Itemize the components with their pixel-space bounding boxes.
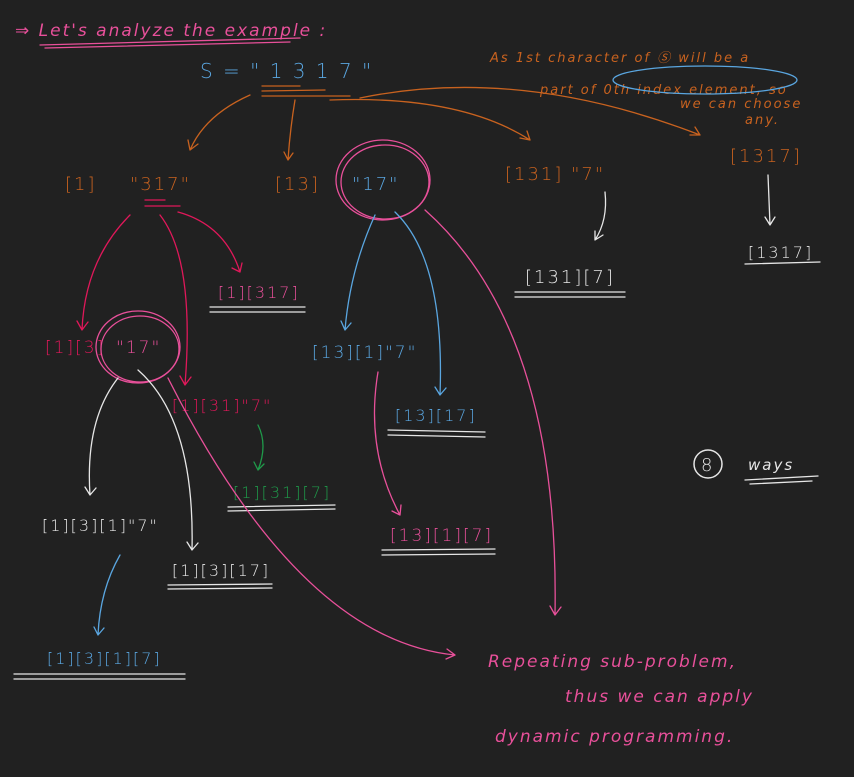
repeat-circle-2b (100, 315, 180, 383)
node-1-3-prefix: [1][3] (45, 338, 105, 358)
arrow-to-131 (329, 98, 531, 141)
count-circle (693, 449, 723, 479)
count-label: ways (748, 456, 794, 474)
title: ⇒ Let's analyze the example : (15, 21, 327, 41)
note-line-4: any. (745, 113, 780, 128)
underline (227, 504, 336, 512)
underline (387, 429, 486, 438)
node-1317: [1317] (730, 146, 802, 167)
underline (167, 583, 273, 590)
count-number: 8 (701, 455, 714, 476)
note-line-1: As 1st character of Ⓢ will be a (489, 51, 750, 66)
arrow (84, 377, 119, 496)
result-1-3-17: [1][3][17] (172, 561, 270, 580)
node-13-prefix: [13] (275, 174, 320, 195)
underline (144, 199, 181, 207)
result-1-317: [1][317] (218, 283, 300, 302)
underline (381, 548, 496, 556)
result-1-31-7: [1][31][7] (233, 483, 331, 502)
node-1-rest: "317" (130, 174, 191, 195)
node-1-3-rest: "17" (116, 338, 161, 358)
result-13-17: [13][17] (395, 406, 477, 425)
arrow (253, 424, 265, 471)
arrow (764, 174, 776, 226)
conclusion-line-1: Repeating sub-problem, (488, 652, 737, 672)
node-131: [131] "7" (505, 164, 605, 185)
conclusion-line-2: thus we can apply (565, 687, 754, 707)
underline (744, 475, 819, 485)
result-131-7: [131][7] (525, 267, 615, 288)
repeat-circle-1 (335, 139, 431, 221)
result-1317: [1317] (748, 243, 813, 262)
note-line-3: we can choose (680, 97, 802, 112)
underline (13, 673, 186, 680)
note-highlight-circle (612, 65, 798, 95)
note-line-2: part of 0th index element, so (539, 83, 788, 98)
node-13-1: [13][1]"7" (312, 343, 417, 363)
arrow (177, 211, 243, 273)
repeat-arrow-1 (167, 377, 456, 660)
result-13-1-7: [13][1][7] (390, 526, 493, 546)
arrow (340, 214, 376, 331)
underline (209, 306, 306, 313)
arrow (373, 371, 402, 516)
arrow (137, 369, 199, 551)
input-underline (261, 85, 351, 97)
repeat-circle-2 (95, 310, 181, 384)
arrow (93, 554, 121, 636)
arrow (159, 214, 192, 386)
node-13-rest: "17" (352, 174, 399, 195)
input-string: S = " 1 3 1 7 " (200, 59, 373, 83)
node-1-prefix: [1] (65, 174, 97, 195)
result-1-3-1-7: [1][3][1][7] (47, 649, 162, 668)
repeat-circle-1b (340, 144, 430, 220)
node-1-3-1: [1][3][1]"7" (42, 516, 159, 535)
repeat-arrow-2 (424, 209, 562, 616)
arrow (594, 191, 607, 241)
arrow-to-13 (283, 99, 296, 161)
title-underline (39, 37, 301, 49)
node-1-31: [1][31]"7" (172, 396, 272, 415)
underline (514, 291, 626, 298)
conclusion-line-3: dynamic programming. (495, 727, 734, 747)
arrow (394, 211, 447, 396)
arrow (76, 214, 131, 331)
underline (744, 261, 821, 265)
arrow-to-1317 (359, 86, 701, 136)
arrow-to-1 (187, 94, 251, 151)
